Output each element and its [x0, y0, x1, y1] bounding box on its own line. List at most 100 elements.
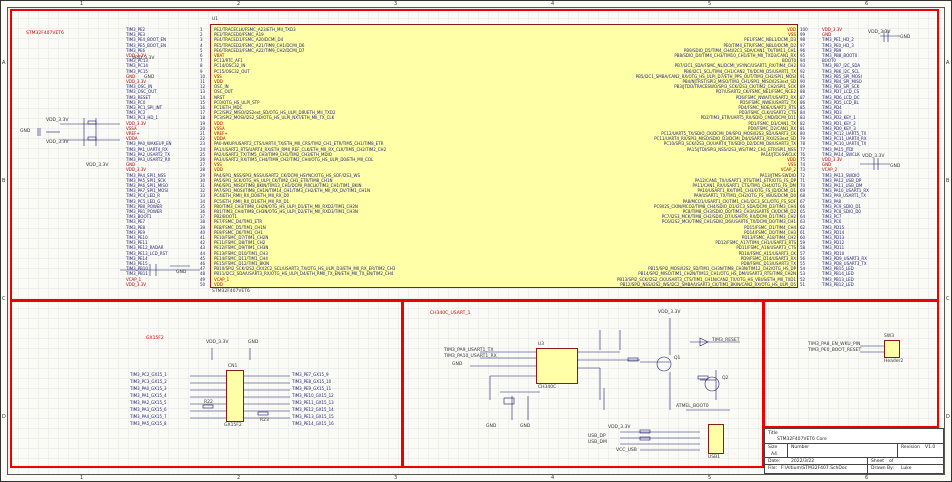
mcu-pin-number: 74	[800, 162, 806, 168]
zone-row-label: D	[946, 414, 950, 420]
mcu-pin-name: VCAP_1	[214, 276, 230, 282]
mcu-left-net-label: TIM3_PA1_UART4_RX	[126, 146, 168, 152]
vdd-label-left-3: VDD_3.3V	[86, 163, 109, 168]
usb-connector-designator: USB1	[708, 455, 721, 460]
sheet-value: of	[889, 459, 894, 464]
gx15-right-net-label: TIM3_PE12_GX15_14	[292, 407, 334, 412]
mcu-pin-number: 80	[800, 131, 806, 136]
mcu-pin-number: 4	[200, 42, 203, 48]
mcu-right-net-label: TIM3_PB5_SPI_MOSI	[822, 73, 862, 79]
zone-col-label: 2	[237, 475, 241, 481]
mcu-right-net-label: TIM3_PB9	[822, 47, 842, 53]
mcu-left-net-label: TIM3_PA4_SPI1_NSS	[126, 172, 166, 178]
mcu-pin-number: 25	[200, 151, 206, 157]
mcu-pin-number: 20	[200, 125, 206, 131]
mcu-pin-number: 67	[800, 198, 806, 204]
mcu-left-net-label: TIM3_PE10	[126, 235, 148, 240]
sheet-inner-border	[7, 7, 945, 475]
mcu-pin-name: VDD	[787, 27, 796, 32]
mcu-right-net-label: TIM3_PD10	[822, 250, 845, 256]
vdd-label-left-1: VDD_3.3V	[46, 118, 69, 123]
mcu-right-net-label: TIM3_PE1_HD_2	[822, 37, 854, 43]
mcu-pin-number: 95	[800, 53, 806, 58]
mcu-pin-number: 76	[800, 151, 806, 157]
mcu-pin-name: PD7/USART2_CK/FSMC_NE1/FSMC_NCE2	[715, 89, 796, 95]
title-value: STM32F407VET6 Core	[777, 437, 827, 442]
left-crystal-network	[120, 264, 200, 276]
mcu-pin-name: PE1/FSMC_NBL1/DCMI_D3	[744, 37, 796, 43]
mcu-right-net-label: TIM3_PC12_UART5_TX	[822, 131, 867, 136]
mcu-pin-number: 65	[800, 209, 806, 214]
mcu-left-net-label: TIM3_PC2	[126, 110, 146, 116]
zone-row-label: C	[2, 296, 6, 302]
mcu-pin-name: PE12/FSMC_D9/TIM1_CH3N	[214, 245, 269, 251]
mcu-left-net-label: TIM3_PC3_HD_1	[126, 115, 159, 121]
mcu-left-net-label: VCAP_1	[126, 276, 142, 282]
mcu-pin-name: PA13/JTMS-SWDIO	[759, 172, 796, 178]
ch340c-designator: U3	[538, 342, 545, 347]
mcu-pin-number: 48	[200, 271, 206, 277]
mcu-right-net-label: TIM3_PC10_UART4_TX	[822, 141, 867, 147]
header-designator: SW3	[884, 334, 895, 339]
gx15-left-net-label: TIM3_PC3_GX15_2	[130, 379, 167, 384]
mcu-left-net-label: VDD_3.3V	[126, 281, 146, 287]
mcu-pin-number: 30	[200, 177, 206, 183]
mcu-right-net-label: TIM3_PA14_SWCLK	[822, 151, 860, 157]
mcu-right-net-label: TIM3_PB14_LED	[822, 271, 854, 277]
mcu-left-net-label: TIM3_OSC_IN	[126, 84, 153, 90]
mcu-pin-name: PB13/SPI2_SCK/I2S2_CK/USART3_CTS/TIM1_CH…	[616, 276, 796, 282]
mcu-left-net-label: TIM3_PE12_RADAR	[126, 245, 164, 251]
mcu-left-net-label: TIM3_PC13	[126, 58, 148, 64]
gx15-left-net-label: TIM3_PA1_GX15_4	[130, 393, 167, 398]
mcu-pin-number: 49	[200, 276, 206, 282]
mcu-pin-name: PA9/USART1_TX/TIM1_CH2/OTG_FS_VBUS/DCMI_…	[693, 193, 796, 199]
mcu-pin-number: 78	[800, 141, 806, 147]
mcu-pin-name: PE7/FSMC_D4/TIM1_ETR	[214, 219, 263, 225]
usb-uart-vdd-label: VDD_3.3V	[658, 310, 681, 315]
mcu-pin-number: 7	[200, 58, 203, 64]
gnd-label-right-1: GND	[900, 35, 911, 40]
mcu-pin-name: PE4/TRACED1/FSMC_A20/DCMI_D4	[214, 37, 284, 43]
mcu-pin-name: PB14/SPI2_MISO/TIM1_CH2N/TIM12_CH1/OTG_H…	[638, 271, 796, 277]
mcu-pin-number: 12	[200, 84, 206, 90]
mcu-pin-number: 37	[200, 214, 206, 220]
mcu-pin-name: PA10/USART1_RX/TIM1_CH3/OTG_FS_ID/DCMI_D…	[697, 188, 796, 194]
mcu-pin-number: 1	[200, 27, 203, 32]
mcu-pin-name: PD14/FSMC_D0/TIM4_CH3	[744, 229, 796, 235]
mcu-pin-number: 98	[800, 37, 806, 43]
mcu-pin-name: PA3/USART2_RX/TIM5_CH4/TIM9_CH2/TIM2_CH4…	[214, 157, 374, 162]
mcu-pin-number: 38	[200, 219, 206, 225]
mcu-right-net-label: TIM3_PC6	[822, 219, 842, 225]
size-value: A4	[771, 452, 777, 457]
mcu-pin-number: 92	[800, 68, 806, 74]
mcu-pin-name: PC15/OSC32_OUT	[214, 68, 250, 74]
usb-dm-net: USB_DM	[588, 440, 607, 445]
mcu-pin-name: PC9/I2S_CKIN/MCO2/TIM8_CH4/SDIO_D1/I2C3_…	[654, 203, 796, 209]
mcu-pin-number: 33	[200, 193, 206, 199]
mcu-pin-number: 51	[800, 281, 806, 287]
usb-gnd-label-2: GND	[520, 424, 531, 429]
q2-label: Q2	[722, 376, 729, 381]
mcu-pin-name: PC12/UART5_TX/SDIO_CK/DCMI_D9/SPI3_MOSI/…	[661, 131, 796, 136]
mcu-pin-name: PD12/FSMC_A17/TIM4_CH1/USART3_RTS	[715, 240, 796, 246]
date-value: 2022/3/22	[791, 459, 815, 464]
date-label: Date:	[768, 459, 781, 464]
mcu-pin-number: 88	[800, 89, 806, 95]
mcu-pin-number: 35	[200, 203, 206, 209]
mcu-pin-name: PB10/SPI2_SCK/I2S2_CK/I2C2_SCL/USART3_TX…	[214, 266, 396, 272]
mcu-pin-number: 6	[200, 53, 203, 58]
gx15-r23-label: R23	[260, 418, 269, 423]
mcu-left-net-label: VSSA	[126, 125, 137, 131]
right-decoupling-network	[860, 30, 900, 170]
mcu-pin-name: PB5/I2C1_SMBA/CAN2_RX/OTG_HS_ULPI_D7/ETH…	[635, 73, 796, 79]
mcu-pin-name: PB4/NJTRST/SPI3_MISO/TIM3_CH1/SPI1_MISO/…	[682, 79, 796, 84]
left-decoupling-network	[37, 118, 120, 146]
mcu-pin-number: 43	[200, 245, 206, 251]
mcu-right-net-label: TIM3_PB3_SPI_SCK	[822, 84, 860, 90]
sheet-label: Sheet	[871, 459, 885, 464]
mcu-pin-number: 28	[200, 167, 206, 173]
mcu-left-net-label: TIM3_PB0_POWER	[126, 203, 163, 209]
mcu-pin-number: 63	[800, 219, 806, 225]
usb-uart-rx-net: TIM3_PA10_USART1_RX	[444, 354, 497, 359]
mcu-left-net-label: VREF+	[126, 131, 140, 136]
